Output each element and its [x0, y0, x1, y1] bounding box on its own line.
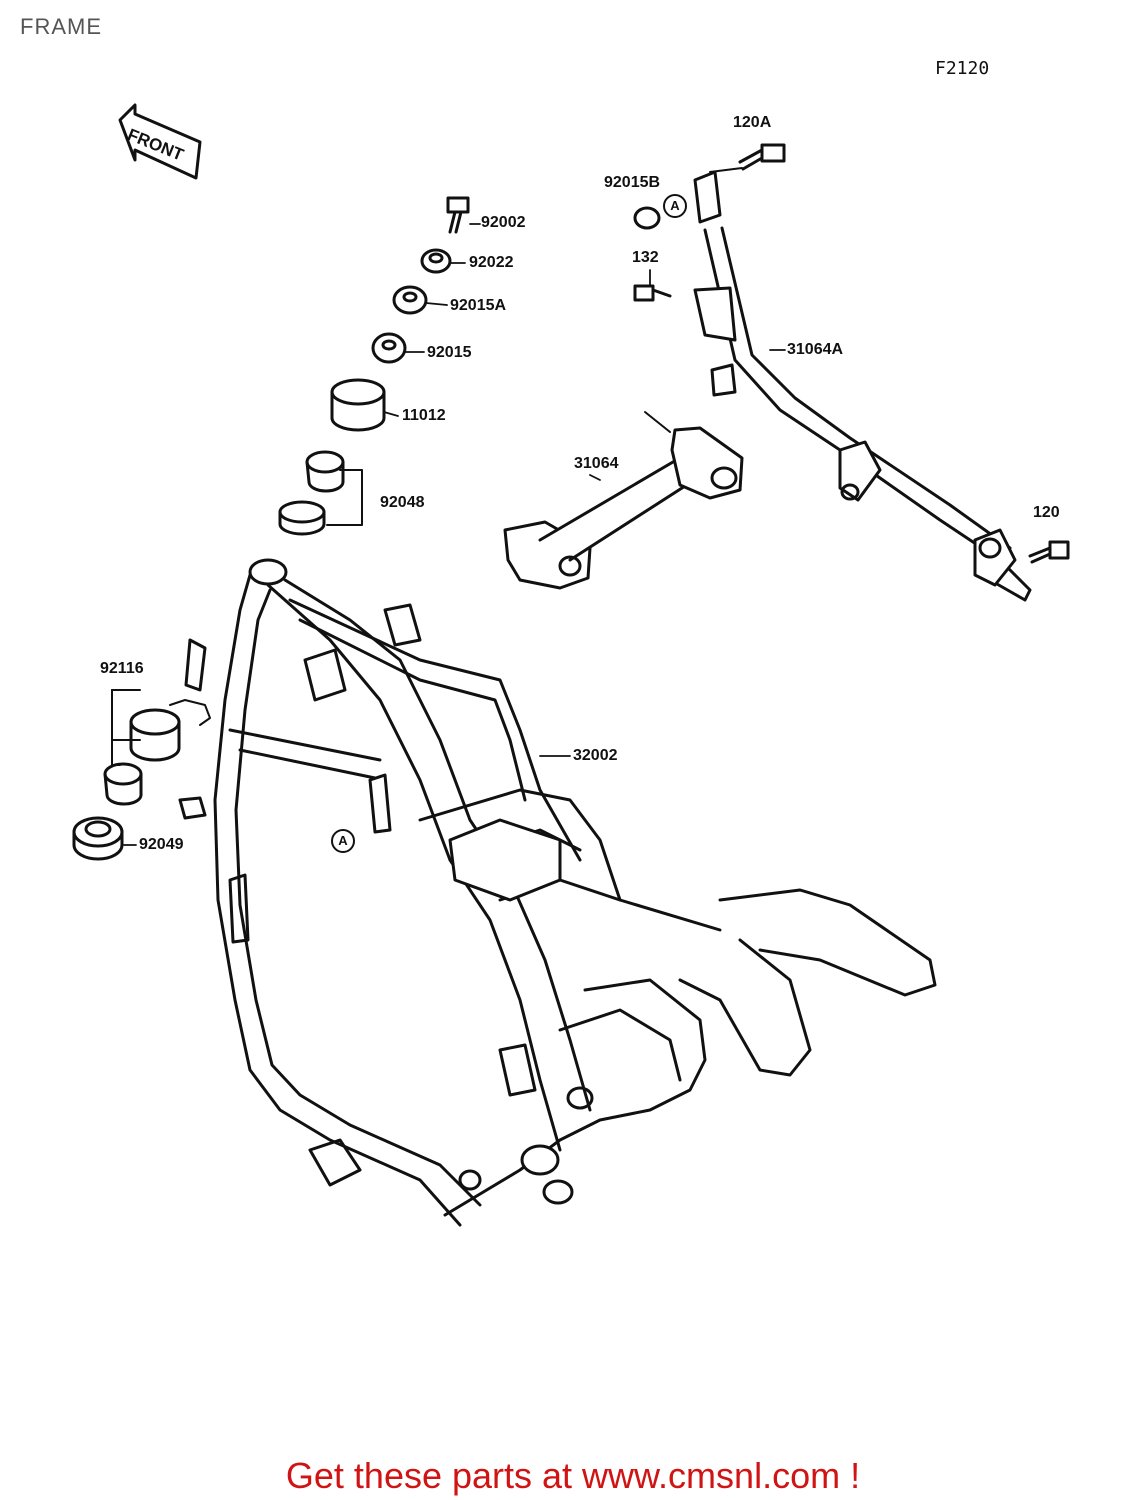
part-label-92015A[interactable]: 92015A	[450, 297, 507, 314]
front-arrow-icon	[118, 103, 202, 180]
footer-link[interactable]: Get these parts at www.cmsnl.com !	[285, 1455, 861, 1496]
bolt-120-icon	[1028, 540, 1070, 564]
page-title: FRAME	[20, 14, 102, 39]
diagram-code: F2120	[935, 58, 990, 79]
cross-member-31064-icon	[503, 411, 744, 590]
part-label-31064A[interactable]: 31064A	[787, 341, 844, 358]
nut-92015A-icon	[392, 285, 428, 315]
part-label-92015B[interactable]: 92015B	[604, 174, 661, 191]
bearing-92048-icon	[278, 450, 345, 536]
part-label-120A[interactable]: 120A	[733, 114, 772, 131]
bolt-120A-icon	[738, 143, 786, 171]
part-label-11012[interactable]: 11012	[402, 407, 446, 424]
spacer-11012-icon	[330, 378, 386, 432]
down-tube-31064A-icon	[693, 170, 1032, 602]
part-label-31064[interactable]: 31064	[574, 455, 619, 472]
part-label-32002[interactable]: 32002	[573, 747, 618, 764]
part-label-92116[interactable]: 92116	[100, 660, 144, 677]
part-label-92048[interactable]: 92048	[380, 494, 425, 511]
bearing-92116-icon	[103, 708, 181, 806]
part-label-132[interactable]: 132	[632, 249, 659, 266]
ref-marker-a-frame: A	[331, 829, 355, 853]
seal-92049-icon	[72, 816, 124, 861]
bolt-132-icon	[633, 284, 672, 302]
part-label-92015[interactable]: 92015	[427, 344, 472, 361]
ref-marker-a-top: A	[663, 194, 687, 218]
part-label-120[interactable]: 120	[1033, 504, 1060, 521]
nut-92015B-icon	[633, 206, 661, 230]
part-label-92002[interactable]: 92002	[481, 214, 526, 231]
part-label-92049[interactable]: 92049	[139, 836, 184, 853]
nut-92015-icon	[371, 332, 407, 364]
bolt-92002-icon	[446, 196, 470, 234]
main-frame-32002-icon	[178, 558, 937, 1227]
part-label-92022[interactable]: 92022	[469, 254, 514, 271]
